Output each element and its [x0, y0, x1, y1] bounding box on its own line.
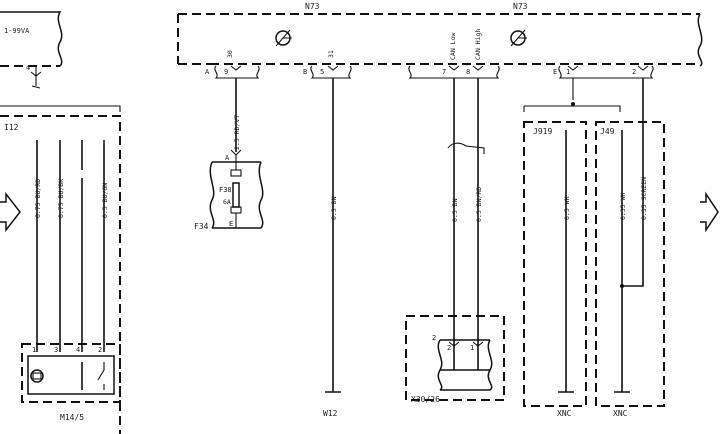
pin-7-label: 7 [442, 68, 446, 76]
j919-block: J919 0.5 WH XNC [523, 121, 587, 418]
pin-5-label: 5 [320, 68, 324, 76]
i12-label: I12 [4, 123, 19, 132]
connector-a-label: A [205, 68, 210, 76]
f38-fuse-element [232, 182, 240, 208]
splice-group [523, 78, 644, 287]
f34-fuse-box: A F38 6A E F34 [194, 154, 264, 231]
f38-rating: 6A [223, 198, 231, 206]
m14-pin-2: 2 [98, 346, 102, 354]
wire-i2-label: 0.75 BU/BK [57, 179, 65, 218]
arrow-right-icon-right [700, 191, 719, 233]
wire-j49b-label: 0.35 SCREEN [640, 177, 648, 220]
n73-label-left: N73 [305, 2, 320, 11]
f34-pin-e: E [229, 220, 233, 228]
x30-pin-1: 1 [470, 344, 474, 352]
j919-label: J919 [533, 127, 552, 136]
w12-label: W12 [323, 409, 338, 418]
wire-a: 2.5 RD/VT [230, 78, 242, 156]
pin-e1-label: 1 [566, 68, 570, 76]
wire-8-label: 0.5 BN/RD [475, 187, 483, 222]
pin-tag-8: CAN High [474, 29, 482, 60]
fuse-top-contact [230, 169, 242, 177]
j49-block: J49 0.35 WH 0.35 SCREEN XNC [595, 121, 665, 418]
x30-pin-2-tag: 2 [432, 334, 436, 342]
pin-e2-label: 2 [632, 68, 636, 76]
wire-j919-label: 0.5 WH [563, 196, 571, 220]
wire-i4-label: 0.5 BU/GN [101, 183, 109, 218]
m14-pin-3: 3 [54, 346, 58, 354]
pin-tag-b: 31 [327, 50, 335, 58]
module-symbol-left [275, 29, 292, 47]
xnc-label-1: XNC [557, 409, 572, 418]
pin-tag-7: CAN Low [449, 33, 457, 60]
wire-7-label: 0.5 BN [451, 198, 459, 222]
wire-a-label: 2.5 RD/VT [233, 115, 241, 150]
pin-tag-a: 30 [226, 50, 234, 58]
motor-icon [30, 369, 44, 383]
xnc-label-2: XNC [613, 409, 628, 418]
f38-label: F38 [219, 186, 232, 194]
x30-26-label: X30/26 [411, 395, 440, 404]
wire-b-label: 0.5 BN [330, 196, 338, 220]
n73-module: N73 N73 A 9 30 B 5 31 7 8 CAN Low CAN Hi… [177, 2, 703, 79]
shield-splice-dot [620, 284, 624, 288]
arrow-right-icon-left [0, 191, 21, 233]
i12-block: I12 0.75 BU/RD 0.75 BU/BK 0.5 BU/GN [0, 105, 121, 434]
pin-4-label: 4 [26, 64, 30, 72]
f34-pin-a: A [225, 154, 230, 162]
x30-26-connector: 2 2 1 X30/26 [405, 315, 505, 404]
pin-8-label: 8 [466, 68, 470, 76]
connector-b-label: B [303, 68, 307, 76]
switch-icon [97, 362, 105, 390]
wire-j49a-label: 0.35 WH [619, 193, 627, 220]
f34-label: F34 [194, 222, 209, 231]
module-symbol-right [510, 29, 527, 47]
connector-e-label: E [553, 68, 557, 76]
left-module-top: 1-99VA 4 [0, 11, 63, 89]
j49-label: J49 [600, 127, 615, 136]
year-tag: 1-99VA [4, 27, 30, 35]
pin-9-label: 9 [224, 68, 228, 76]
wire-i1-label: 0.75 BU/RD [34, 179, 42, 218]
m14-5-label: M14/5 [60, 413, 84, 422]
wire-b: 0.5 BN W12 [323, 78, 341, 418]
m14-pin-1: 1 [32, 346, 36, 354]
fuse-bottom-contact [230, 206, 242, 214]
x30-pin-2: 2 [447, 344, 451, 352]
n73-label-right: N73 [513, 2, 528, 11]
can-wires: 0.5 BN 0.5 BN/RD [447, 78, 485, 370]
m14-pin-4: 4 [76, 346, 80, 354]
m14-5-component: 1 3 4 2 M14/5 [21, 343, 121, 422]
